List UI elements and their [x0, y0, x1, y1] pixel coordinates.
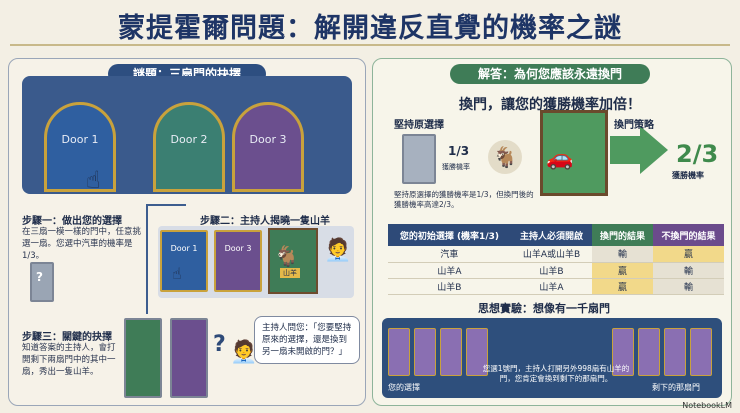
- stick-door: [402, 134, 436, 184]
- step1-title: 步驟一：做出您的選擇: [22, 216, 122, 227]
- cell-initial: 山羊A: [388, 262, 511, 279]
- cell-switch: 贏: [592, 278, 653, 295]
- open-goat-door: [268, 228, 318, 294]
- table-row: 汽車 山羊A或山羊B 輸 贏: [388, 246, 724, 263]
- corridor-door: [638, 328, 660, 376]
- corridor-door: [664, 328, 686, 376]
- thought-text: 您選1號門，主持人打開另外998扇有山羊的門，您肯定會換到剩下的那扇門。: [482, 364, 630, 383]
- switch-arrow-head: [640, 126, 668, 174]
- stick-prob-caption: 獲勝機率: [442, 163, 470, 171]
- host-icon: 🧑‍💼: [324, 238, 352, 263]
- goat-portrait-icon: 🐐: [488, 140, 522, 174]
- cell-switch: 輸: [592, 246, 653, 263]
- step3-text: 知道答案的主持人，會打開剩下兩扇門中的其中一扇，秀出一隻山羊。: [22, 343, 116, 377]
- cell-initial: 汽車: [388, 246, 511, 263]
- corridor-door: [440, 328, 462, 376]
- your-choice-label: 您的選擇: [388, 383, 420, 392]
- answer-header: 解答：為何您應該永遠換門: [450, 64, 650, 84]
- page-title: 蒙提霍爾問題：解開違反直覺的機率之謎: [118, 13, 622, 44]
- door-2-label: Door 2: [170, 133, 208, 146]
- notebooklm-watermark: NotebookLM: [682, 401, 732, 410]
- step1-text: 在三扇一模一樣的門中，任意挑選一扇。您選中汽車的機率是1/3。: [22, 227, 142, 261]
- unknown-mark: ?: [36, 270, 43, 284]
- corridor-door: [466, 328, 488, 376]
- stick-label: 堅持原選擇: [394, 120, 444, 131]
- col-stay-result: 不換門的結果: [652, 224, 724, 246]
- table-header-row: 您的初始選擇 (機率1/3) 主持人必須開啟 換門的結果 不換門的結果: [388, 224, 724, 246]
- remaining-door-b: [170, 318, 208, 398]
- door-2[interactable]: Door 2: [153, 102, 225, 192]
- stick-probability: 1/3: [448, 144, 470, 158]
- thought-experiment-title: 思想實驗：想像有一千扇門: [478, 302, 610, 315]
- flow-connector: [146, 204, 148, 314]
- switch-arrow-shaft: [610, 136, 640, 164]
- outcome-table: 您的初始選擇 (機率1/3) 主持人必須開啟 換門的結果 不換門的結果 汽車 山…: [388, 224, 724, 295]
- step2-door-1: Door 1: [160, 230, 208, 292]
- goat-sign: 山羊: [280, 268, 300, 278]
- table-row: 山羊B 山羊A 贏 輸: [388, 278, 724, 295]
- step3-title: 步驟三：關鍵的抉擇: [22, 332, 112, 343]
- door-3[interactable]: Door 3: [232, 102, 304, 192]
- answer-explanation: 堅持原選擇的獲勝機率是1/3，但換門後的獲勝機率高達2/3。: [394, 190, 534, 209]
- corridor-of-doors: [382, 318, 722, 398]
- host-icon-2: 🧑‍💼: [230, 340, 258, 365]
- corridor-door: [690, 328, 712, 376]
- step2-title: 步驟二：主持人揭曉一隻山羊: [200, 216, 330, 227]
- col-host-opens: 主持人必須開啟: [510, 224, 593, 246]
- step2-door-1-label: Door 1: [170, 244, 198, 253]
- cell-stay: 輸: [652, 278, 724, 295]
- switch-prob-caption: 獲勝機率: [672, 171, 704, 180]
- cell-stay: 輸: [652, 262, 724, 279]
- table-row: 山羊A 山羊B 贏 輸: [388, 262, 724, 279]
- col-initial-choice: 您的初始選擇 (機率1/3): [388, 224, 511, 246]
- door-1-label: Door 1: [61, 133, 99, 146]
- switch-door: [540, 110, 608, 196]
- hand-icon: ☝: [172, 264, 182, 283]
- chosen-door-small: [30, 262, 54, 302]
- remaining-door-label: 剩下的那扇門: [652, 383, 700, 392]
- cell-stay: 贏: [652, 246, 724, 263]
- host-question-bubble: 主持人問您：「您要堅持原來的選擇，還是換到另一扇未開啟的門？」: [254, 316, 360, 364]
- choice-question-mark: ?: [213, 332, 226, 357]
- corridor-door: [612, 328, 634, 376]
- door-3-label: Door 3: [249, 133, 287, 146]
- cell-host: 山羊A: [510, 278, 593, 295]
- cell-host: 山羊A或山羊B: [510, 246, 593, 263]
- corridor-door: [414, 328, 436, 376]
- step2-door-3-label: Door 3: [224, 244, 252, 253]
- title-divider: [10, 44, 730, 46]
- flow-connector-top: [146, 204, 186, 206]
- corridor-door: [388, 328, 410, 376]
- door-1[interactable]: Door 1: [44, 102, 116, 192]
- cell-initial: 山羊B: [388, 278, 511, 295]
- cell-host: 山羊B: [510, 262, 593, 279]
- cell-switch: 贏: [592, 262, 653, 279]
- step2-door-3: Door 3: [214, 230, 262, 292]
- answer-headline: 換門，讓您的獲勝機率加倍！: [459, 97, 641, 113]
- goat-icon: 🐐: [274, 244, 299, 268]
- pointing-hand-icon: ☝: [86, 166, 101, 194]
- switch-probability: 2/3: [676, 140, 719, 168]
- switch-label: 換門策略: [614, 120, 654, 131]
- col-switch-result: 換門的結果: [592, 224, 653, 246]
- remaining-door-a: [124, 318, 162, 398]
- car-icon: 🚗: [546, 146, 574, 171]
